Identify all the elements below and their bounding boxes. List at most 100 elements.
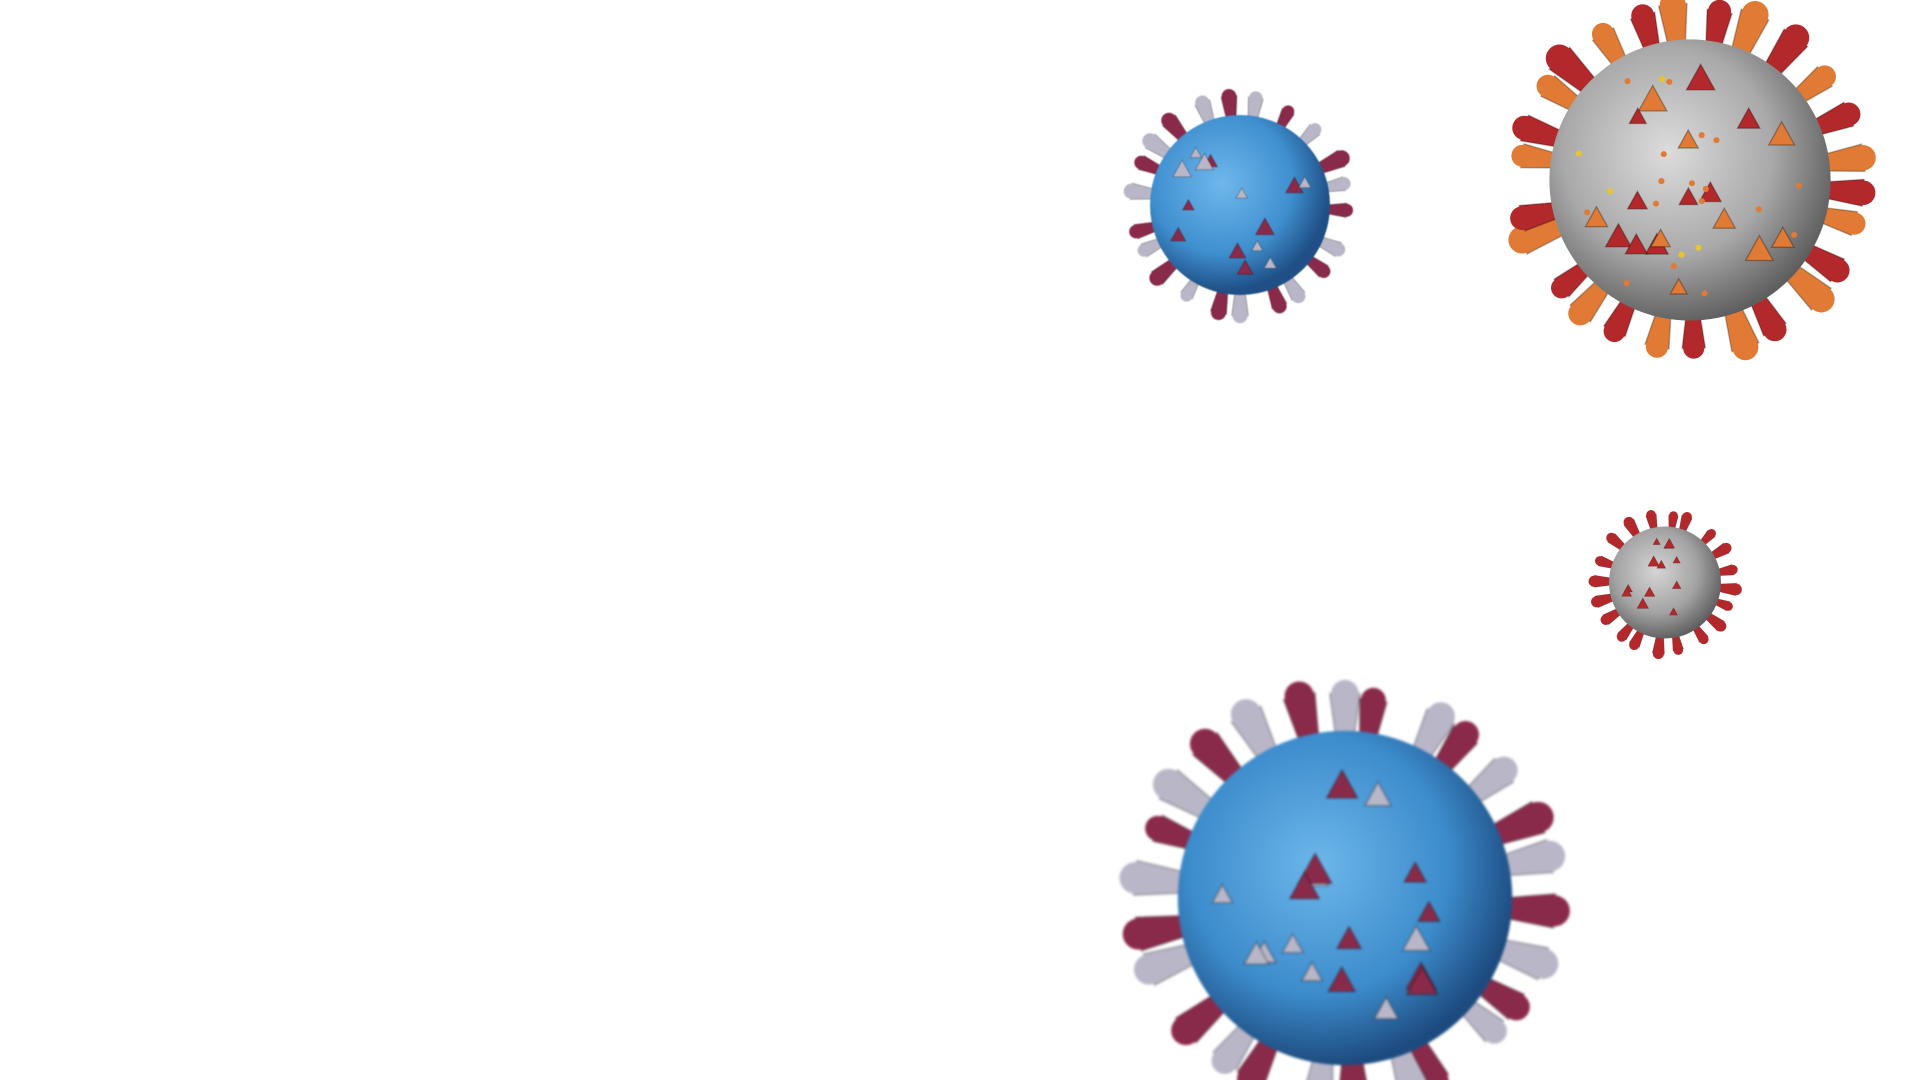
orange-protein-dots [1575, 76, 1802, 297]
spike-head [1534, 840, 1566, 872]
membrane [1549, 39, 1831, 321]
protein-dot [1652, 200, 1660, 207]
spike-head [1490, 756, 1518, 785]
surface-spike [1584, 205, 1609, 228]
spike-head [1682, 511, 1692, 522]
spike-head [1171, 1015, 1201, 1046]
surface-spike [1649, 227, 1672, 248]
surface-spike [1228, 242, 1247, 259]
surface-spike [1628, 106, 1648, 125]
spike-head [1180, 289, 1193, 302]
surface-spike [1401, 924, 1432, 952]
spike-head [1568, 301, 1593, 326]
surface-spike [1712, 206, 1737, 229]
spike-head [1451, 721, 1479, 749]
surface-spike [1194, 152, 1215, 171]
blue-virion-bottom-graphic [1119, 679, 1570, 1080]
protein-dot [1670, 263, 1677, 270]
spike-head [1152, 768, 1185, 801]
spike-head [1629, 639, 1640, 651]
protein-dot [1688, 180, 1695, 187]
spike-head [1591, 22, 1615, 46]
protein-dot [1795, 182, 1802, 189]
surface-spike [1621, 586, 1633, 597]
spike-head [1426, 702, 1455, 731]
surface-spike [1663, 537, 1676, 549]
red-virion-large-graphic [1508, 0, 1876, 361]
protein-dot [1606, 188, 1614, 195]
spike-head [1707, 528, 1716, 538]
surface-spike [1263, 256, 1278, 269]
protein-dot [1575, 150, 1582, 157]
surface-spike [1280, 932, 1305, 954]
spike-head [1741, 1, 1769, 29]
surface-spike [1169, 226, 1187, 242]
spike-head [1142, 133, 1158, 149]
spike-head [1291, 289, 1306, 304]
spike-head [1211, 305, 1226, 321]
surface-spike [1236, 259, 1254, 275]
spike-head [1522, 801, 1554, 833]
spike-head [1317, 264, 1331, 279]
protein-dot [1666, 78, 1673, 85]
surface-spike [1636, 597, 1650, 609]
red-virion-small-graphic [1588, 510, 1742, 660]
spike-head [1511, 144, 1534, 167]
spike-head [1616, 631, 1627, 642]
spike-head [1339, 203, 1354, 217]
spike-head [1606, 532, 1617, 543]
spike-head [1536, 74, 1560, 98]
spike-head [1850, 180, 1876, 206]
spike-head [1145, 815, 1171, 841]
protein-dot [1660, 151, 1667, 158]
surface-spike [1698, 180, 1723, 203]
spike-head [1360, 687, 1386, 713]
spike-head [1669, 511, 1678, 521]
protein-dot [1698, 198, 1705, 205]
spike-head [1331, 242, 1346, 257]
spike-head [1727, 564, 1738, 575]
red-spiked-virion-small [1585, 500, 1745, 665]
surface-spike [1172, 159, 1193, 178]
surface-spike [1297, 851, 1334, 885]
spike-head [1284, 681, 1314, 711]
spike-head [1683, 337, 1705, 359]
spike-head [1763, 317, 1787, 342]
surface-spike [1189, 146, 1203, 159]
protein-dot [1623, 279, 1630, 287]
spike-head [1782, 24, 1810, 52]
spike-head [1538, 895, 1570, 927]
protein-dot [1701, 290, 1708, 297]
surface-spike [1637, 84, 1669, 112]
protein-dot [1659, 76, 1666, 83]
surface-spike [1416, 900, 1442, 923]
protein-dot [1698, 132, 1705, 139]
spike-head [1623, 516, 1635, 528]
spike-head [1282, 105, 1295, 118]
spike-head [1211, 1047, 1239, 1075]
blue-virion-bottom [1119, 678, 1570, 1080]
spike-head [1481, 1018, 1507, 1044]
spike-head [1308, 123, 1322, 137]
surface-spike [1677, 128, 1700, 149]
spike-head [1723, 601, 1733, 611]
surface-spikes [1584, 62, 1796, 295]
surface-spike [1250, 239, 1264, 252]
spike-head [1646, 510, 1656, 520]
protein-dot [1624, 78, 1631, 85]
surface-spike [1254, 217, 1275, 236]
spike-head [1331, 679, 1359, 708]
protein-dot [1658, 178, 1665, 185]
spike-head [1720, 542, 1732, 554]
spike-head [1645, 335, 1669, 358]
surface-spike [1643, 586, 1656, 597]
spike-head [1232, 307, 1248, 324]
spike-head [1825, 258, 1850, 283]
spike-head [1545, 44, 1574, 73]
surface-spike [1326, 965, 1357, 993]
blue-virion-top-graphic [1123, 88, 1354, 324]
spike-head [1551, 277, 1573, 299]
surface-spike [1181, 198, 1195, 211]
spike-head [1248, 91, 1263, 106]
surface-spike [1685, 62, 1717, 91]
